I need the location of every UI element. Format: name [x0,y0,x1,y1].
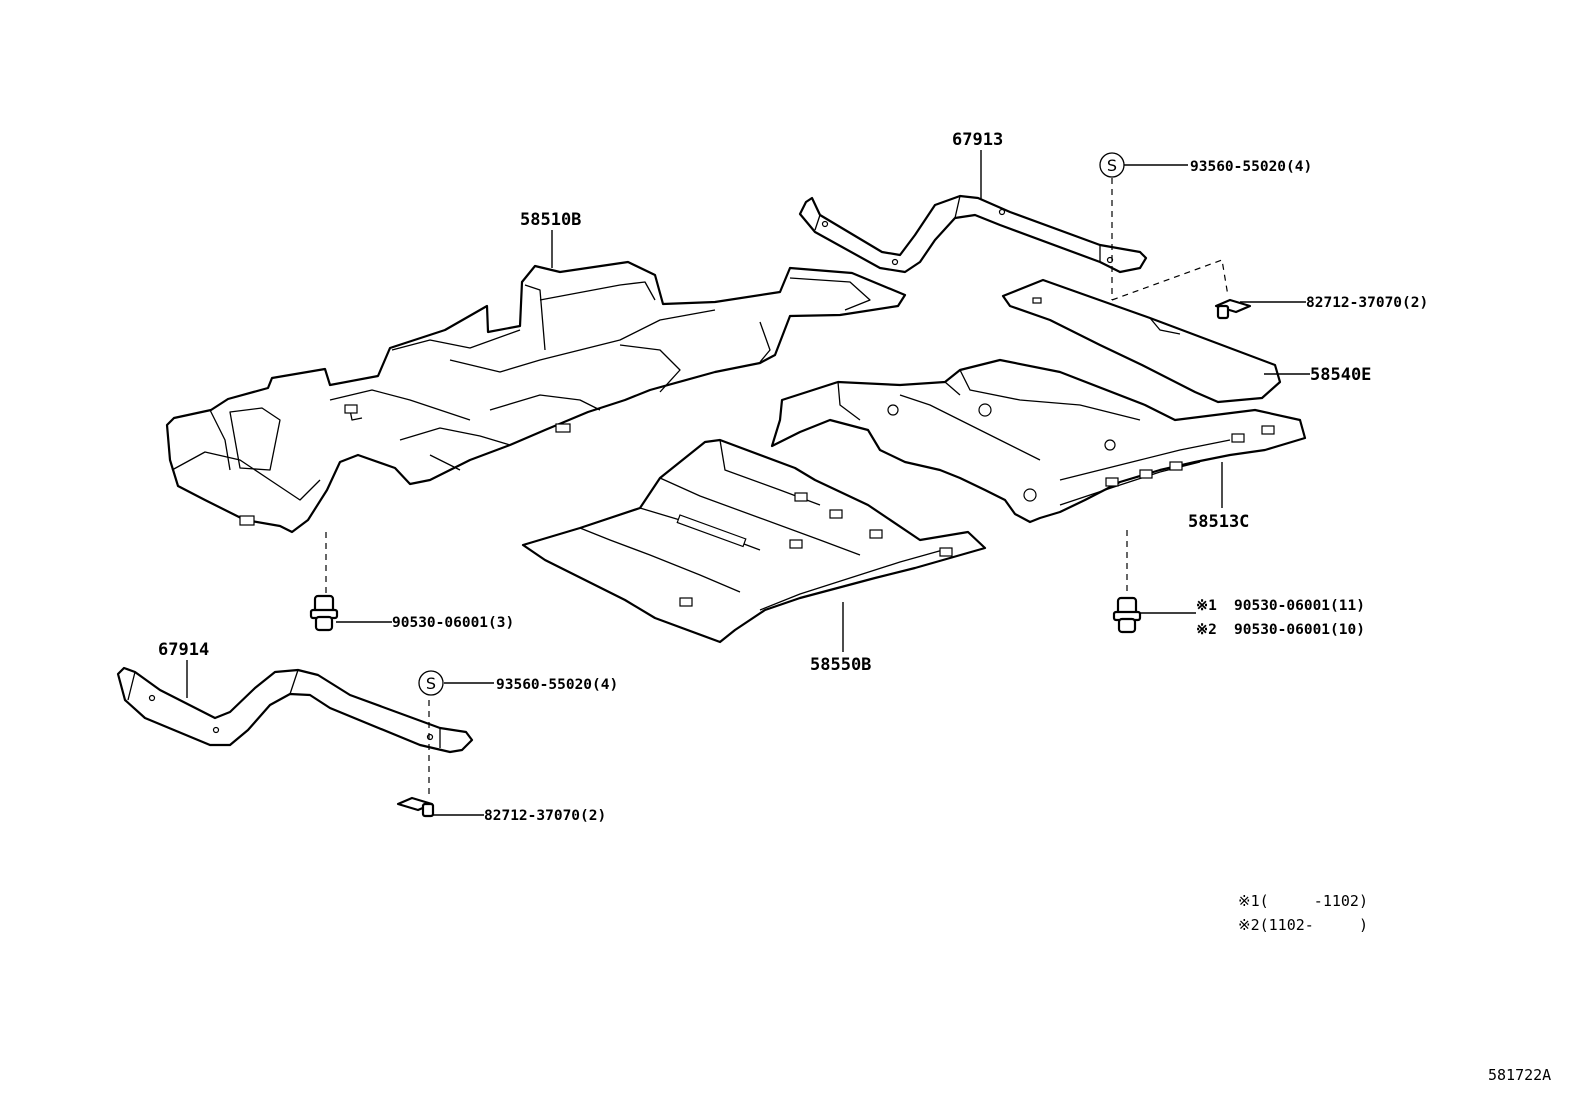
s-marker-upper: S [1099,152,1125,178]
label-58513c: 58513C [1188,512,1249,532]
label-58550b: 58550B [810,655,871,675]
label-clip-upper: 82712-37070(2) [1306,295,1428,311]
grommet-left-icon [309,594,339,632]
floor-insulator-58510b [165,260,907,534]
clip-lower-icon [396,796,435,818]
label-grommet-right-1: 90530-06001(11) [1234,598,1365,614]
label-58540e: 58540E [1310,365,1371,385]
label-screw-upper: 93560-55020(4) [1190,159,1312,175]
label-58510b: 58510B [520,210,581,230]
plate-58540e [1001,278,1282,404]
label-67913: 67913 [952,130,1003,150]
grommet-right-icon [1112,596,1142,634]
label-clip-lower: 82712-37070(2) [484,808,606,824]
diagram-id: 581722A [1488,1066,1551,1084]
note-line-2: ※2(1102- ) [1238,916,1368,934]
bracket-67913 [798,194,1148,274]
note-line-1: ※1( -1102) [1238,892,1368,910]
svg-text:S: S [426,674,436,693]
note-marker-1: ※1 [1196,598,1217,614]
label-grommet-right-2: 90530-06001(10) [1234,622,1365,638]
floor-insulator-58550b [521,438,987,644]
s-marker-lower: S [418,670,444,696]
label-67914: 67914 [158,640,209,660]
label-screw-lower: 93560-55020(4) [496,677,618,693]
label-grommet-left: 90530-06001(3) [392,615,514,631]
note-marker-2: ※2 [1196,622,1217,638]
svg-text:S: S [1107,156,1117,175]
floor-insulator-58513c [770,358,1307,524]
bracket-67914 [116,666,474,754]
clip-upper-icon [1214,298,1252,320]
